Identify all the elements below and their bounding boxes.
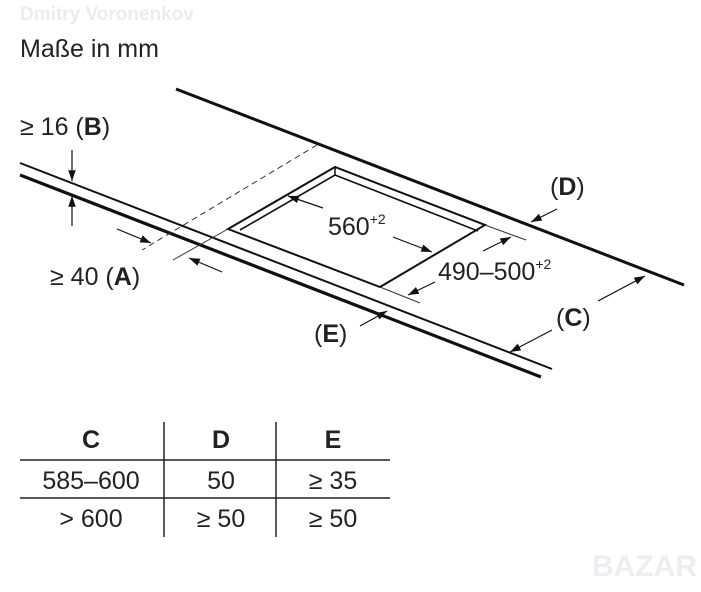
table-header-d: D [212,426,230,454]
worktop-back-edge [175,87,685,287]
table-header-e: E [325,426,342,454]
table-cell: ≥ 50 [309,505,357,533]
label-c: (C) [556,304,591,332]
watermark-text: Dmitry Voronenkov [20,4,194,25]
dimension-arrow-d [530,208,558,223]
label-d: (D) [550,173,585,201]
extension-line [172,228,229,261]
label-a: ≥ 40 (A) [50,263,140,291]
label-depth-490-500: 490–500+2 [438,256,552,286]
bazar-logo: BAZAR [592,550,697,583]
clearance-table: C D E 585–600 50 ≥ 35 > 600 ≥ 50 ≥ 50 [20,422,390,537]
table-cell: 585–600 [42,467,139,495]
dimension-arrow-560-left [287,195,324,209]
dashed-reference-line [141,144,318,251]
table-cell: 50 [207,467,235,495]
table-cell: ≥ 35 [309,467,357,495]
dimension-arrow-c-bottom [509,329,553,353]
table-header-c: C [82,426,100,454]
table-cell: > 600 [59,505,122,533]
dimension-arrow-a-right [188,257,223,273]
extension-line [379,286,421,304]
table-cell: ≥ 50 [197,505,245,533]
dimension-arrow-560-right [392,236,433,253]
worktop-front-top-edge [19,162,553,370]
dimension-arrow-a-left [116,228,152,244]
extension-line [484,224,527,241]
dimension-arrow-depth-top [482,236,512,252]
label-b: ≥ 16 (B) [20,113,110,141]
page-title: Maße in mm [20,35,159,63]
label-width-560: 560+2 [328,211,386,241]
label-e: (E) [314,320,347,348]
dimension-arrow-c-top [597,275,646,302]
worktop-front-bottom-edge [19,173,542,379]
dimension-arrow-e [359,310,388,327]
dimension-arrow-depth-bottom [407,281,436,296]
